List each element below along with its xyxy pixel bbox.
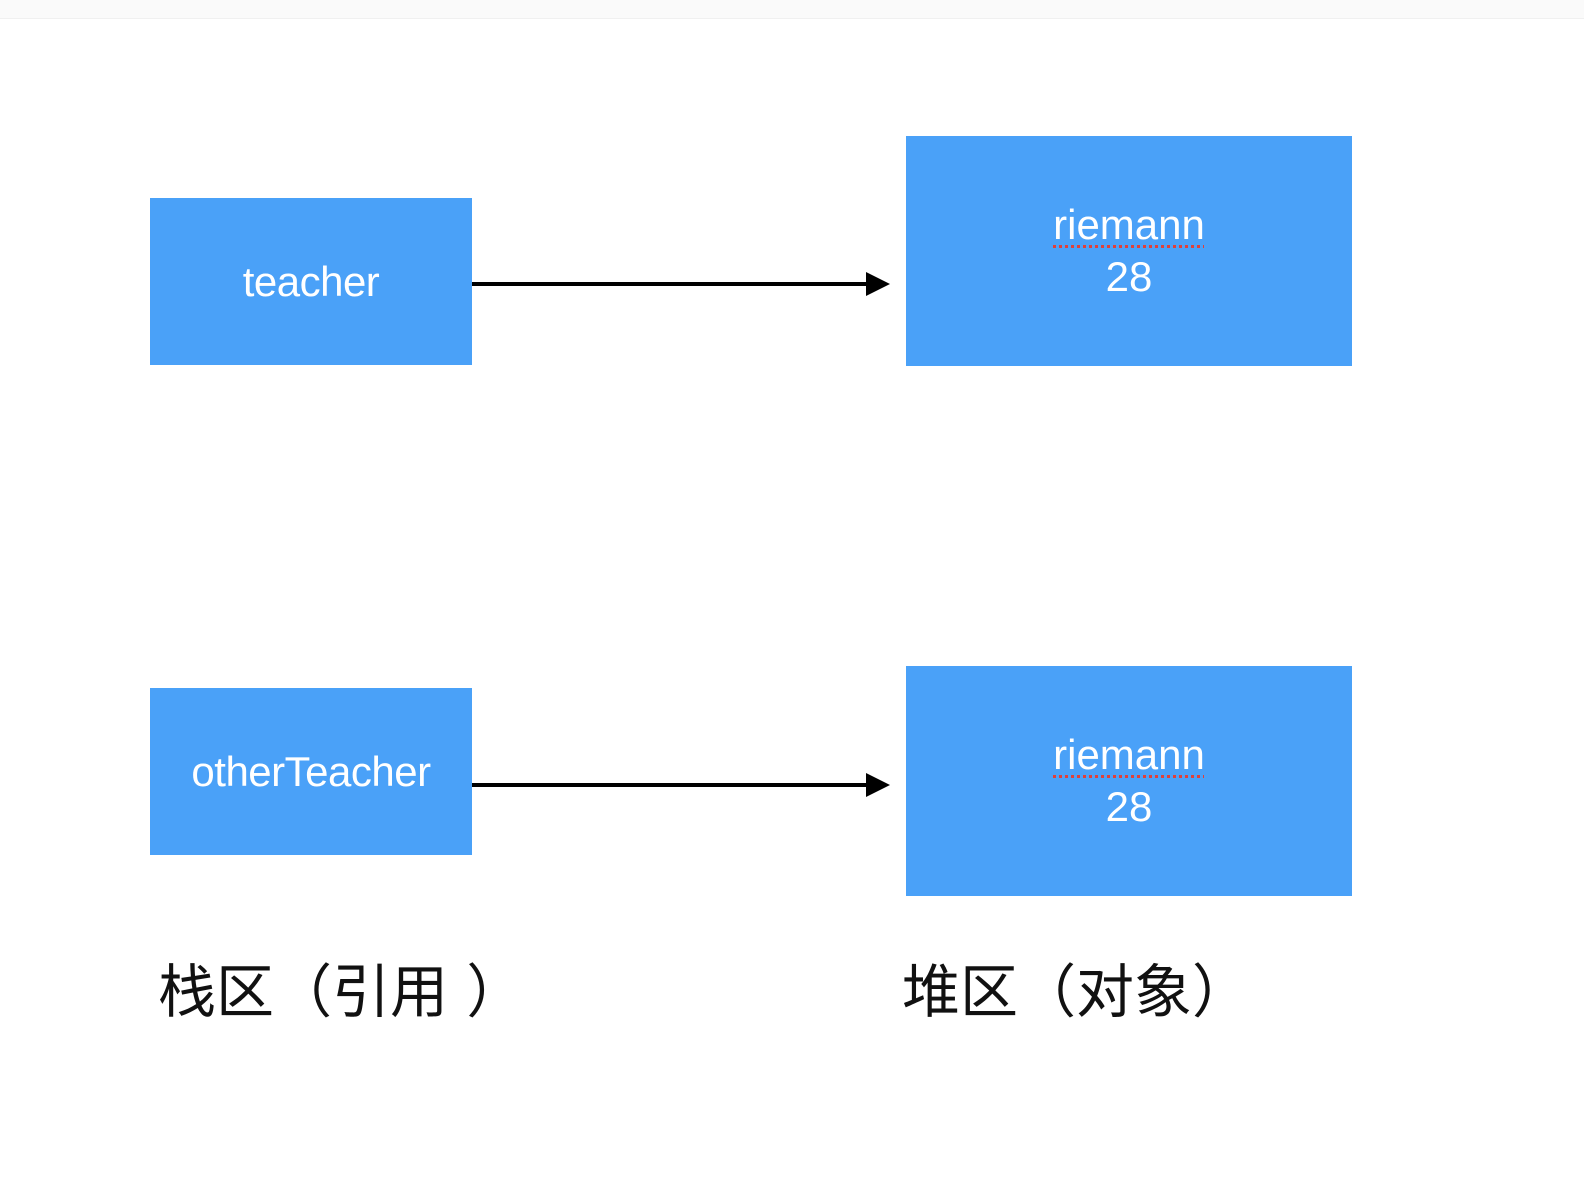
heap-object-name: riemann — [1053, 201, 1205, 248]
arrow-teacher-to-object — [472, 272, 890, 296]
arrowhead-icon — [866, 272, 890, 296]
top-strip — [0, 0, 1584, 19]
heap-caption: 堆区（对象） — [902, 958, 1251, 1026]
stack-label: otherTeacher — [191, 747, 431, 795]
heap-object-age: 28 — [1105, 253, 1153, 300]
heap-box-object-2: riemann 28 — [906, 666, 1352, 896]
arrowhead-icon — [866, 773, 890, 797]
stack-box-teacher: teacher — [150, 198, 472, 365]
heap-box-object-1: riemann 28 — [906, 136, 1352, 366]
heap-object-age: 28 — [1105, 783, 1153, 830]
stack-box-other-teacher: otherTeacher — [150, 688, 472, 855]
heap-object-name: riemann — [1053, 731, 1205, 778]
stack-caption: 栈区（引用 ） — [158, 958, 525, 1026]
arrow-other-teacher-to-object — [472, 773, 890, 797]
stack-label: teacher — [242, 257, 380, 305]
